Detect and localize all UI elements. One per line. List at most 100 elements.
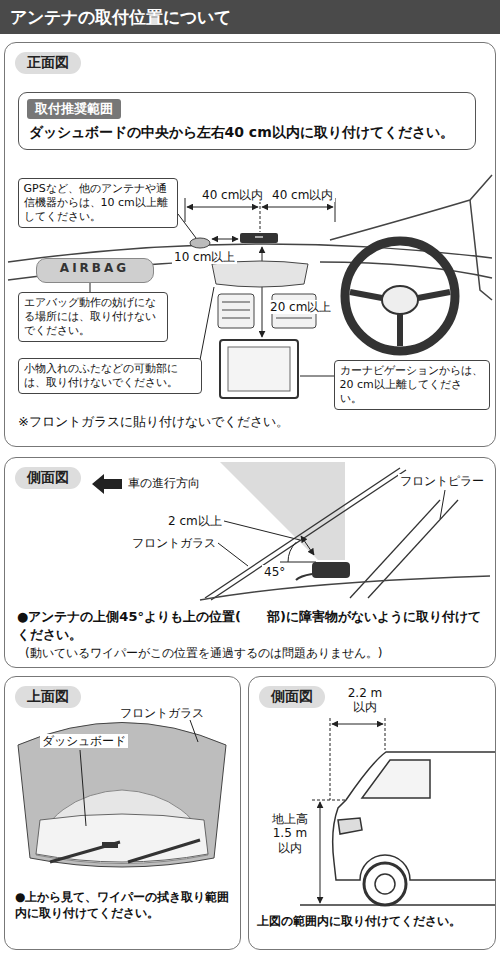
body-text: ●アンテナの上側45°よりも上の位置( 部)に障害物がないように取り付けてくださ… xyxy=(17,608,487,643)
view-panel: 側面図 ●アンテナの上側45°よりも上の位置( 部)に障害物がないように取り付けて… xyxy=(4,457,496,668)
angle-mark xyxy=(280,562,316,563)
leader-line xyxy=(300,376,334,377)
body-text: GPSなど、他のアンテナや通信機器からは、10 cm以上離してください。 xyxy=(24,182,172,225)
windshield-top xyxy=(102,842,118,848)
angle-mark xyxy=(224,521,300,540)
car-body xyxy=(364,863,406,905)
car-body xyxy=(338,818,362,834)
dimension-label: 2 cm以上 xyxy=(166,514,224,528)
dimension-label: フロントガラス xyxy=(130,536,218,550)
heading: 側面図 xyxy=(15,467,81,489)
windshield-top xyxy=(18,723,226,868)
main-antenna xyxy=(255,236,263,238)
airbag-badge: AIRBAG xyxy=(36,258,154,283)
dashboard-side xyxy=(200,576,490,600)
dimension-lines xyxy=(187,207,258,208)
front-pillar xyxy=(350,500,440,598)
direction-arrow xyxy=(92,474,122,494)
compartment-lid xyxy=(212,261,308,287)
dimension-lines xyxy=(320,802,321,903)
dashboard xyxy=(330,175,492,240)
heading: 正面図 xyxy=(15,52,81,74)
dimension-label: 40 cm以内 xyxy=(270,188,335,202)
front-pillar xyxy=(368,500,458,598)
windshield xyxy=(205,468,406,600)
steering-wheel xyxy=(345,241,455,351)
direction-arrow xyxy=(92,474,122,494)
car-body xyxy=(362,760,430,798)
angle-mark xyxy=(440,490,445,519)
angle-mark xyxy=(218,490,445,566)
windshield-top xyxy=(50,840,200,862)
car-body xyxy=(300,904,496,906)
compartment-lid xyxy=(212,261,308,287)
side-antenna xyxy=(312,562,350,578)
car-body xyxy=(333,752,496,880)
body-text: AIRBAG xyxy=(37,259,153,277)
navigation-unit xyxy=(228,347,290,391)
dimension-label: フロントピラー xyxy=(398,474,486,488)
car-body xyxy=(375,874,395,894)
windshield-top xyxy=(36,790,208,864)
body-text: 小物入れのふたなどの可動部には、取り付けないでください。 xyxy=(24,362,196,391)
body-text: ●上から見て、ワイパーの拭き取り範囲内に取り付けてください。 xyxy=(15,889,233,921)
body-text: 上図の範囲内に取り付けてください。 xyxy=(257,913,491,929)
front-pillar xyxy=(350,500,458,598)
navigation-unit xyxy=(220,340,298,398)
dimension-lines xyxy=(185,198,186,222)
side-antenna xyxy=(296,574,312,580)
body-text: エアバッグ動作の妨げになる場所には、取り付けないでください。 xyxy=(24,296,162,339)
steering-wheel xyxy=(350,292,450,346)
windshield-top xyxy=(18,720,226,867)
dimension-lines xyxy=(330,718,331,800)
dimension-label: 40 cm以内 xyxy=(200,188,265,202)
dimension-lines xyxy=(262,247,263,337)
main-antenna xyxy=(240,233,278,243)
air-vent xyxy=(218,294,254,328)
angle-mark xyxy=(288,542,296,562)
dimension-label: 10 cm以上 xyxy=(172,250,237,264)
side-antenna xyxy=(296,562,350,580)
clear-zone xyxy=(220,462,345,560)
body-text: カーナビゲーションからは、20 cm以上離してください。 xyxy=(340,364,484,407)
main-antenna xyxy=(240,233,278,243)
dimension-label: 20 cm以上 xyxy=(268,300,333,314)
callout-box: GPSなど、他のアンテナや通信機器からは、10 cm以上離してください。 xyxy=(18,178,178,229)
body-text: ダッシュボードの中央から左右40 cm以内に取り付けてください。 xyxy=(29,123,465,141)
callout-box: エアバッグ動作の妨げになる場所には、取り付けないでください。 xyxy=(18,292,168,343)
steering-wheel xyxy=(345,241,455,351)
dimension-label: フロントガラス xyxy=(118,706,206,720)
callout-box: カーナビゲーションからは、20 cm以上離してください。 xyxy=(334,360,490,411)
callout-box: 小物入れのふたなどの可動部には、取り付けないでください。 xyxy=(18,358,202,395)
recommend-box: 取付推奨範囲ダッシュボードの中央から左右40 cm以内に取り付けてください。 xyxy=(18,92,476,150)
dimension-label: 地上高 1.5 m 以内 xyxy=(266,812,314,855)
dimension-lines xyxy=(332,724,383,725)
dimension-label: 車の進行方向 xyxy=(126,476,202,490)
dashboard xyxy=(470,200,492,300)
dimension-label: ダッシュボード xyxy=(40,734,128,748)
view-panel: 正面図取付推奨範囲ダッシュボードの中央から左右40 cm以内に取り付けてください… xyxy=(4,42,496,447)
body-text: (動いているワイパーがこの位置を通過するのは問題ありません。) xyxy=(25,646,487,662)
dashboard xyxy=(8,175,492,300)
leader-line xyxy=(200,287,214,360)
dimension-lines xyxy=(312,718,385,903)
windshield xyxy=(205,468,400,598)
dimension-lines xyxy=(312,800,345,801)
title: アンテナの取付位置について xyxy=(0,0,500,34)
dimension-label: 2.2 m 以内 xyxy=(342,686,388,715)
leader-line xyxy=(178,214,196,238)
note: ※フロントガラスに貼り付けないでください。 xyxy=(16,414,291,430)
heading: 上面図 xyxy=(15,686,81,708)
windshield-top xyxy=(36,814,208,862)
dimension-lines xyxy=(262,207,333,208)
dimension-label: 45° xyxy=(262,565,287,579)
dimension-lines xyxy=(185,196,335,337)
dashboard-side xyxy=(200,576,490,600)
steering-wheel xyxy=(382,286,418,314)
gps-antenna xyxy=(190,238,210,248)
navigation-unit xyxy=(220,340,298,398)
clear-zone xyxy=(220,462,345,560)
dimension-lines xyxy=(385,718,386,750)
angle-mark xyxy=(218,543,248,566)
